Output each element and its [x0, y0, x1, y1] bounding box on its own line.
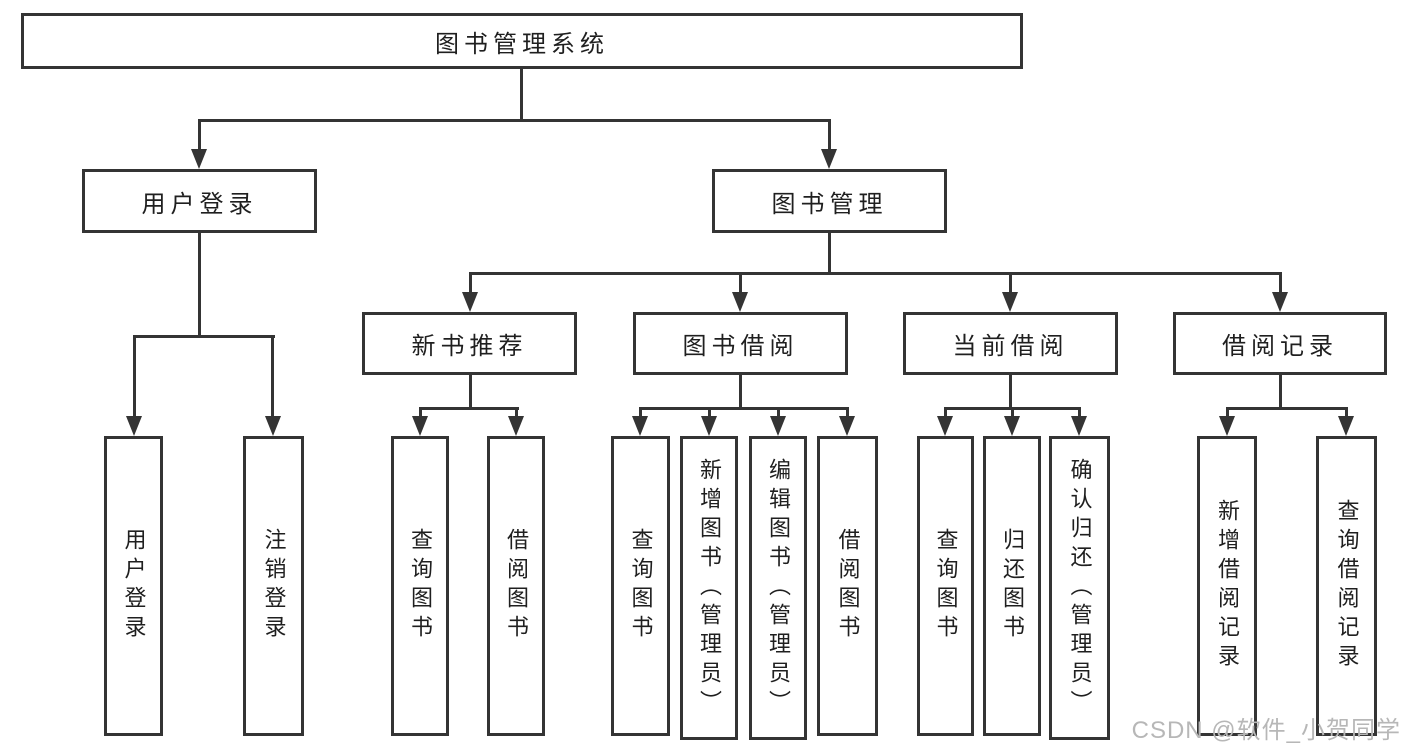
leaf-borrow-query-books: 查询图书 [611, 436, 670, 736]
node-new-book-recommend: 新书推荐 [362, 312, 577, 375]
leaf-borrow-add-books-admin-label: 新增图书（管理员） [697, 457, 722, 719]
leaf-current-return-books: 归还图书 [983, 436, 1041, 736]
edge-to-book-borrowing [739, 272, 742, 294]
node-book-management-label: 图书管理 [771, 190, 888, 218]
edge-new-book-crossbar [419, 407, 519, 410]
edge-to-leaf [708, 407, 711, 419]
leaf-logout-label: 注销登录 [261, 528, 287, 644]
leaf-borrow-borrow-books-label: 借阅图书 [835, 528, 861, 644]
leaf-borrow-edit-books-admin: 编辑图书（管理员） [749, 436, 807, 740]
node-book-management: 图书管理 [712, 169, 947, 233]
edge-user-login-stem [198, 233, 201, 337]
leaf-borrow-query-books-label: 查询图书 [628, 528, 654, 644]
edge-root-to-user-login [198, 119, 201, 152]
arrow-down-icon [1071, 416, 1087, 436]
node-book-borrowing: 图书借阅 [633, 312, 848, 375]
arrow-down-icon [265, 416, 281, 436]
edge-to-leaf [1011, 407, 1014, 419]
edge-new-book-stem [469, 375, 472, 409]
leaf-records-query-record-label: 查询借阅记录 [1334, 499, 1360, 673]
edge-to-leaf [1345, 407, 1348, 419]
edge-current-borrowing-stem [1009, 375, 1012, 409]
arrow-down-icon [126, 416, 142, 436]
edge-to-leaf [1078, 407, 1081, 419]
arrow-down-icon [839, 416, 855, 436]
edge-to-leaf-logout [271, 335, 274, 418]
edge-to-leaf [777, 407, 780, 419]
arrow-down-icon [412, 416, 428, 436]
edge-book-borrowing-crossbar [639, 407, 849, 410]
node-root-label: 图书管理系统 [435, 30, 609, 58]
leaf-current-return-books-label: 归还图书 [1000, 528, 1025, 644]
leaf-borrow-add-books-admin: 新增图书（管理员） [680, 436, 738, 740]
arrow-down-icon [1002, 292, 1018, 312]
leaf-records-add-record: 新增借阅记录 [1197, 436, 1257, 736]
csdn-watermark: CSDN @软件_小贺同学 [1131, 717, 1401, 744]
node-new-book-recommend-label: 新书推荐 [411, 333, 528, 360]
edge-to-leaf [944, 407, 947, 419]
arrow-down-icon [1219, 416, 1235, 436]
node-current-borrowing: 当前借阅 [903, 312, 1118, 375]
node-borrowing-records: 借阅记录 [1173, 312, 1387, 375]
arrow-down-icon [508, 416, 524, 436]
edge-book-borrowing-stem [739, 375, 742, 409]
node-book-borrowing-label: 图书借阅 [682, 333, 799, 360]
edge-user-login-crossbar [133, 335, 275, 338]
edge-to-leaf [419, 407, 422, 419]
node-current-borrowing-label: 当前借阅 [952, 333, 1069, 360]
leaf-logout: 注销登录 [243, 436, 304, 736]
arrow-down-icon [937, 416, 953, 436]
leaf-newbook-borrow-books: 借阅图书 [487, 436, 545, 736]
arrow-down-icon [632, 416, 648, 436]
edge-borrowing-records-crossbar [1226, 407, 1347, 410]
arrow-down-icon [770, 416, 786, 436]
arrow-down-icon [462, 292, 478, 312]
edge-book-management-stem [828, 233, 831, 274]
node-root-system: 图书管理系统 [21, 13, 1023, 69]
edge-to-leaf [515, 407, 518, 419]
arrow-down-icon [821, 149, 837, 169]
edge-to-leaf-user-login [133, 335, 136, 418]
node-borrowing-records-label: 借阅记录 [1222, 333, 1338, 360]
leaf-current-query-books-label: 查询图书 [933, 528, 959, 644]
edge-borrowing-records-stem [1279, 375, 1282, 409]
arrow-down-icon [701, 416, 717, 436]
leaf-borrow-edit-books-admin-label: 编辑图书（管理员） [766, 457, 791, 719]
edge-root-crossbar [198, 119, 831, 122]
edge-to-new-book-recommend [469, 272, 472, 294]
leaf-user-login-label: 用户登录 [121, 528, 147, 644]
leaf-borrow-borrow-books: 借阅图书 [817, 436, 878, 736]
leaf-records-query-record: 查询借阅记录 [1316, 436, 1377, 736]
node-user-login: 用户登录 [82, 169, 317, 233]
edge-to-leaf [846, 407, 849, 419]
arrow-down-icon [1338, 416, 1354, 436]
leaf-records-add-record-label: 新增借阅记录 [1215, 499, 1240, 673]
edge-root-stem [520, 69, 523, 121]
leaf-current-query-books: 查询图书 [917, 436, 974, 736]
node-user-login-label: 用户登录 [141, 190, 258, 218]
arrow-down-icon [732, 292, 748, 312]
leaf-current-confirm-return-admin: 确认归还（管理员） [1049, 436, 1110, 740]
leaf-newbook-borrow-books-label: 借阅图书 [504, 528, 529, 644]
edge-book-management-crossbar [469, 272, 1282, 275]
leaf-newbook-query-books-label: 查询图书 [408, 528, 433, 644]
edge-to-leaf [639, 407, 642, 419]
edge-root-to-book-management [828, 119, 831, 152]
edge-to-current-borrowing [1009, 272, 1012, 294]
edge-to-borrowing-records [1279, 272, 1282, 294]
leaf-current-confirm-return-admin-label: 确认归还（管理员） [1067, 457, 1093, 719]
arrow-down-icon [1004, 416, 1020, 436]
arrow-down-icon [191, 149, 207, 169]
leaf-newbook-query-books: 查询图书 [391, 436, 449, 736]
arrow-down-icon [1272, 292, 1288, 312]
leaf-user-login: 用户登录 [104, 436, 163, 736]
edge-to-leaf [1226, 407, 1229, 419]
